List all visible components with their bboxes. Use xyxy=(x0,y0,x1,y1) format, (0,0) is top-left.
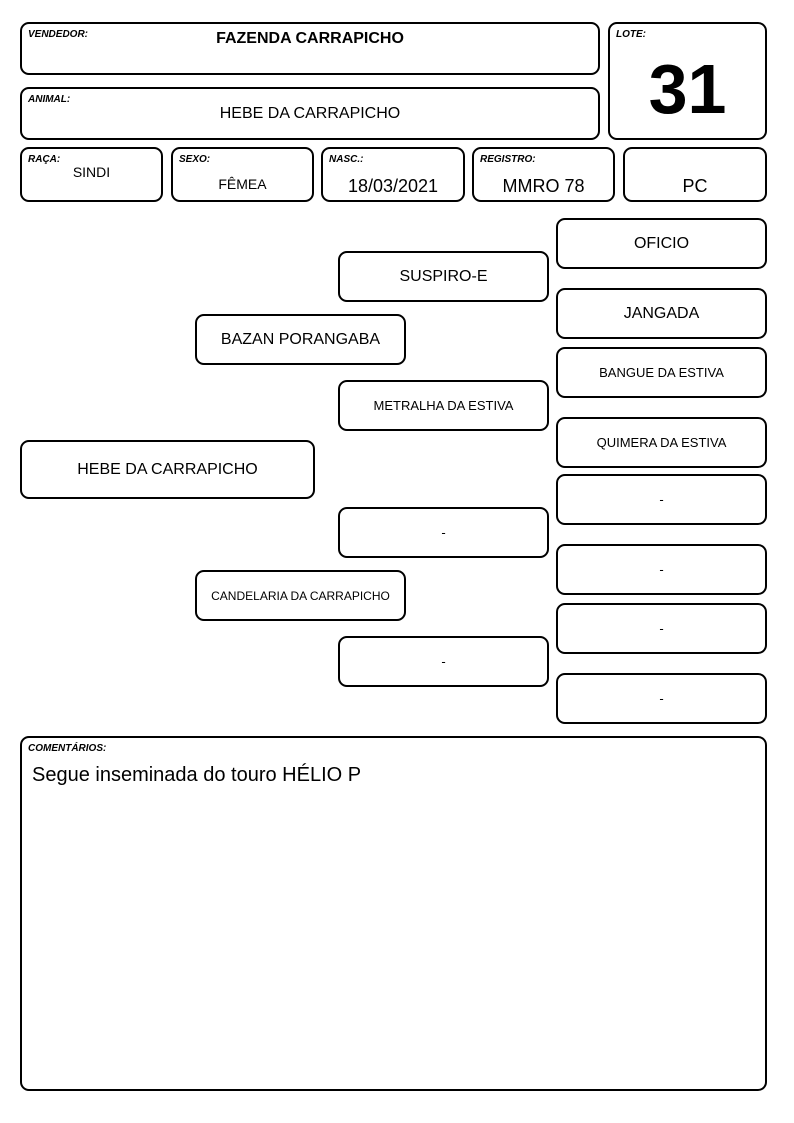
comments-box: COMENTÁRIOS: Segue inseminada do touro H… xyxy=(20,736,767,1091)
animal-box: ANIMAL: HEBE DA CARRAPICHO xyxy=(20,87,600,140)
pedigree-dam-dam: - xyxy=(338,636,549,687)
pedigree-sire-sire: SUSPIRO-E xyxy=(338,251,549,302)
nasc-label: NASC.: xyxy=(329,154,364,165)
pedigree-ggp-3: BANGUE DA ESTIVA xyxy=(556,347,767,398)
sexo-box: SEXO: FÊMEA xyxy=(171,147,314,202)
vendedor-box: VENDEDOR: FAZENDA CARRAPICHO xyxy=(20,22,600,75)
extra-value: PC xyxy=(682,176,708,196)
pedigree-ggp-8: - xyxy=(556,673,767,724)
pedigree-animal: HEBE DA CARRAPICHO xyxy=(20,440,315,499)
vendedor-value: FAZENDA CARRAPICHO xyxy=(216,30,404,47)
sexo-label: SEXO: xyxy=(179,154,211,165)
sexo-value: FÊMEA xyxy=(218,176,267,192)
raca-box: RAÇA: SINDI xyxy=(20,147,163,202)
pedigree-ggp-2: JANGADA xyxy=(556,288,767,339)
pedigree-ggp-4: QUIMERA DA ESTIVA xyxy=(556,417,767,468)
registro-label: REGISTRO: xyxy=(480,154,536,165)
nasc-value: 18/03/2021 xyxy=(347,176,439,196)
lote-value: 31 xyxy=(648,50,727,128)
raca-label: RAÇA: xyxy=(28,154,61,165)
nasc-box: NASC.: 18/03/2021 xyxy=(321,147,465,202)
animal-value: HEBE DA CARRAPICHO xyxy=(219,105,401,122)
pedigree-sire: BAZAN PORANGABA xyxy=(195,314,406,365)
extra-box: PC xyxy=(623,147,767,202)
animal-label: ANIMAL: xyxy=(28,94,71,105)
pedigree-ggp-7: - xyxy=(556,603,767,654)
comments-label: COMENTÁRIOS: xyxy=(28,743,107,754)
vendedor-label: VENDEDOR: xyxy=(28,29,89,40)
lote-box: LOTE: 31 xyxy=(608,22,767,140)
raca-value: SINDI xyxy=(72,164,111,180)
pedigree-ggp-1: OFICIO xyxy=(556,218,767,269)
registro-box: REGISTRO: MMRO 78 xyxy=(472,147,615,202)
registro-value: MMRO 78 xyxy=(502,176,585,196)
comments-text: Segue inseminada do touro HÉLIO P xyxy=(32,764,362,786)
pedigree-ggp-5: - xyxy=(556,474,767,525)
pedigree-ggp-6: - xyxy=(556,544,767,595)
pedigree-dam: CANDELARIA DA CARRAPICHO xyxy=(195,570,406,621)
pedigree-dam-sire: - xyxy=(338,507,549,558)
pedigree-sire-dam: METRALHA DA ESTIVA xyxy=(338,380,549,431)
lote-label: LOTE: xyxy=(616,29,646,40)
